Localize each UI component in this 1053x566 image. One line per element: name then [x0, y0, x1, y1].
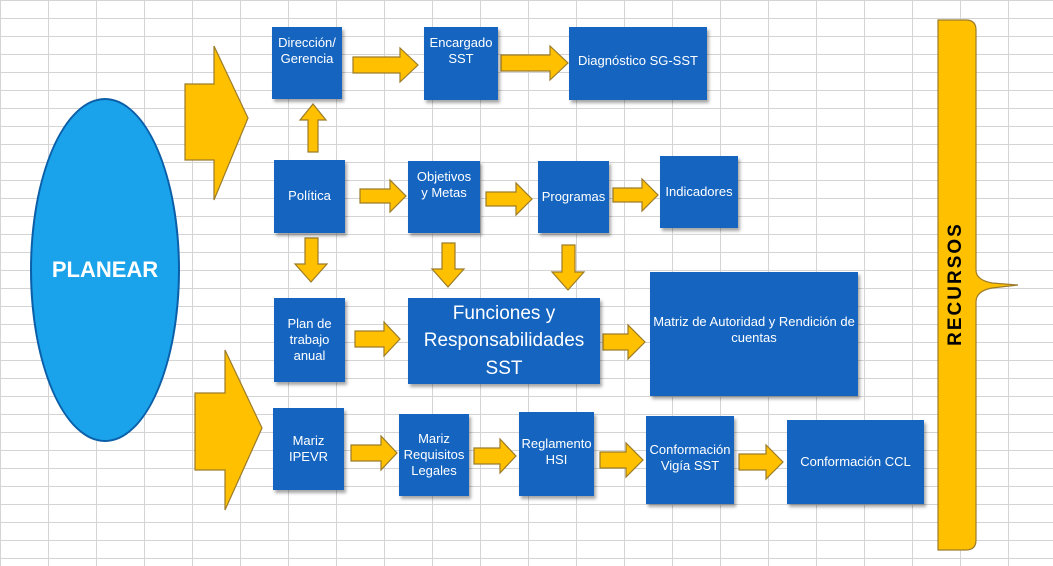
box-reglamento-hsi: Reglamento HSI: [519, 412, 594, 496]
arrow-politica-to-direccion: [298, 103, 328, 153]
box-conformacion-ccl: Conformación CCL: [787, 420, 924, 504]
recursos-bracket: [937, 19, 1019, 551]
box-plan-trabajo-anual: Plan de trabajo anual: [274, 298, 345, 382]
box-conformacion-vigia-sst: Conformación Vigía SST: [646, 416, 734, 504]
arrow-objetivos-to-programas: [485, 181, 533, 217]
arrow-politica-to-plan: [293, 237, 329, 283]
box-funciones-responsabilidades-sst: Funciones y Responsabilidades SST: [408, 298, 600, 384]
arrow-requisitos-to-reglamento: [473, 437, 517, 475]
arrow-ipevr-to-requisitos: [350, 434, 398, 472]
box-programas: Programas: [538, 161, 609, 233]
large-arrow-upper: [184, 45, 249, 201]
box-objetivos-metas: Objetivos y Metas: [408, 161, 480, 233]
box-matriz-requisitos-legales: Mariz Requisitos Legales: [399, 414, 469, 496]
arrow-objetivos-to-funciones: [430, 242, 466, 288]
planear-label: PLANEAR: [51, 257, 159, 282]
arrow-funciones-to-matriz: [602, 323, 646, 361]
arrow-encargado-to-diagnostico: [500, 44, 569, 82]
box-indicadores: Indicadores: [660, 156, 738, 228]
planear-ellipse: PLANEAR: [30, 98, 180, 442]
arrow-plan-to-funciones: [354, 320, 401, 358]
box-direccion-gerencia: Dirección/ Gerencia: [272, 27, 342, 99]
arrow-programas-to-indicadores: [612, 177, 659, 213]
box-politica: Política: [274, 160, 345, 233]
box-encargado-sst: Encargado SST: [424, 27, 498, 100]
arrow-reglamento-to-vigia: [599, 441, 644, 479]
large-arrow-lower: [194, 349, 263, 511]
recursos-label: RECURSOS: [945, 222, 966, 346]
arrow-politica-to-objetivos: [359, 178, 407, 214]
box-matriz-autoridad: Matriz de Autoridad y Rendición de cuent…: [650, 272, 858, 396]
box-diagnostico-sg-sst: Diagnóstico SG-SST: [569, 27, 707, 100]
arrow-direccion-to-encargado: [352, 46, 419, 84]
arrow-programas-to-funciones: [550, 244, 586, 291]
arrow-vigia-to-ccl: [738, 443, 784, 481]
box-matriz-ipevr: Mariz IPEVR: [273, 408, 344, 490]
